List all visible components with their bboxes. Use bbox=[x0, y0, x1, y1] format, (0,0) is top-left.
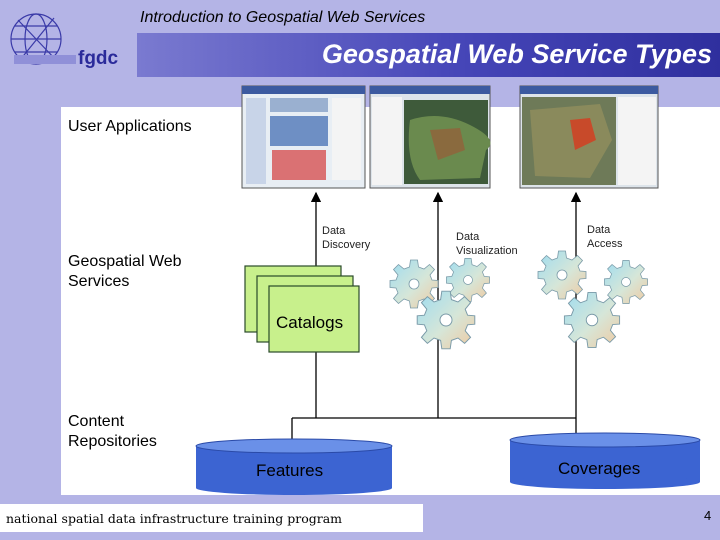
data-discovery-label: Data Discovery bbox=[322, 225, 371, 251]
data-visualization-label: Data Visualization bbox=[456, 231, 518, 257]
user-applications-label: User Applications bbox=[68, 118, 192, 135]
features-label: Features bbox=[256, 461, 323, 480]
data-access-label: Data Access bbox=[587, 224, 623, 250]
app-screenshot-portal bbox=[241, 85, 366, 189]
footer-program-text: national spatial data infrastructure tra… bbox=[6, 511, 343, 526]
coverages-cylinder: Coverages bbox=[509, 432, 701, 489]
coverages-label: Coverages bbox=[558, 459, 640, 478]
title-bar: Geospatial Web Service Types bbox=[137, 33, 720, 77]
catalogs-label: Catalogs bbox=[276, 313, 343, 332]
footer-bar: national spatial data infrastructure tra… bbox=[0, 504, 423, 532]
access-gear-right bbox=[604, 260, 648, 304]
content-repositories-label: Content Repositories bbox=[68, 413, 157, 450]
course-title: Introduction to Geospatial Web Services bbox=[140, 9, 426, 26]
access-gear-left bbox=[537, 250, 587, 300]
visualization-gear-right bbox=[446, 258, 490, 302]
fgdc-logo: fgdc bbox=[6, 6, 124, 76]
access-gear-center bbox=[563, 291, 621, 349]
slide-title: Geospatial Web Service Types bbox=[321, 39, 712, 69]
visualization-gear-center bbox=[416, 290, 476, 350]
features-cylinder: Features bbox=[195, 438, 393, 495]
logo-text: fgdc bbox=[78, 48, 119, 69]
catalog-stack: Catalogs bbox=[244, 265, 360, 353]
geospatial-web-services-label: Geospatial Web Services bbox=[68, 253, 182, 290]
app-screenshot-data-access bbox=[519, 85, 659, 189]
page-number: 4 bbox=[704, 508, 712, 523]
app-screenshot-map-viewer bbox=[369, 85, 491, 189]
